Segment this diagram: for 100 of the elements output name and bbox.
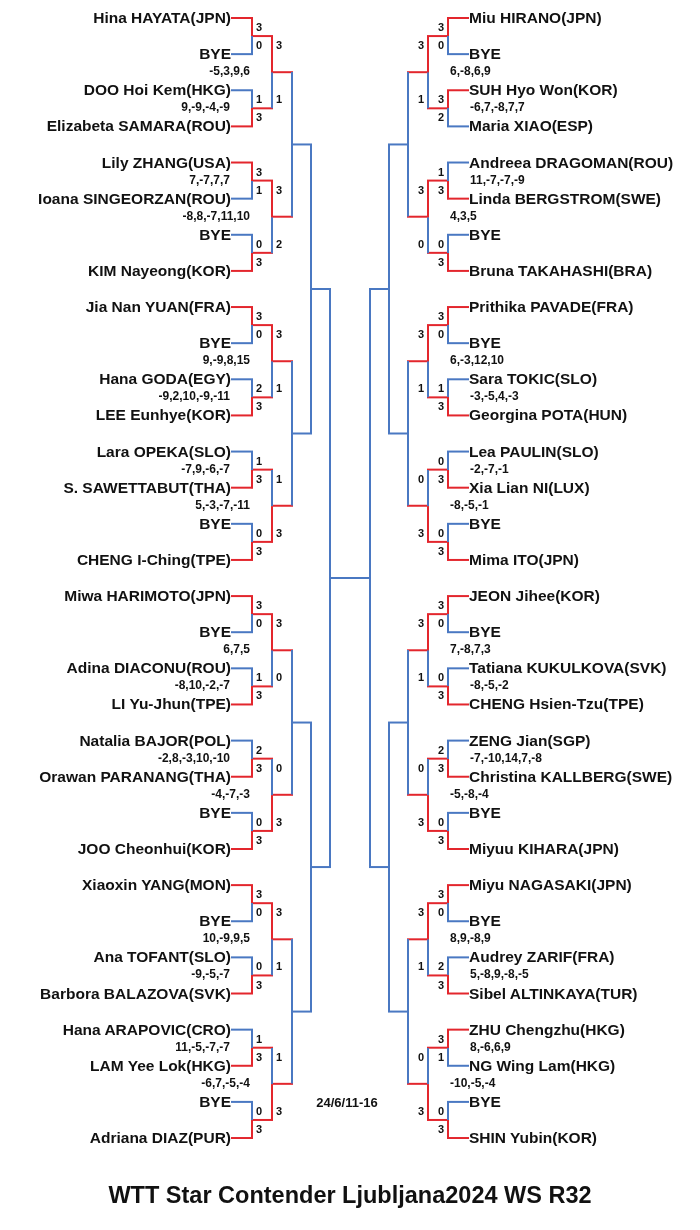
bracket-line [271, 902, 273, 977]
bracket-line [271, 1046, 273, 1121]
connector-line [231, 161, 253, 164]
set-score: 3 [417, 617, 424, 630]
bracket-line [407, 71, 409, 218]
player-name: Jia Nan YUAN(FRA) [85, 298, 231, 317]
connector-line [251, 324, 273, 327]
set-score: 2 [256, 382, 263, 395]
set-score: 3 [276, 183, 283, 196]
game-scores: 6,7,5 [223, 642, 250, 657]
player-name: BYE [469, 225, 501, 244]
player-name: Sara TOKIC(SLO) [469, 370, 598, 389]
connector-line [291, 721, 312, 724]
bracket-line [427, 179, 429, 254]
connector-line [329, 577, 371, 579]
player-name: Hana GODA(EGY) [99, 370, 231, 389]
player-name: Christina KALLBERG(SWE) [469, 767, 673, 786]
connector-line [231, 1064, 253, 1067]
connector-line [427, 35, 449, 38]
connector-line [427, 1046, 449, 1049]
game-scores: -5,-8,-4 [450, 786, 489, 801]
connector-line [231, 233, 253, 236]
connector-line [407, 215, 429, 218]
player-name: Ioana SINGEORZAN(ROU) [38, 189, 231, 208]
connector-line [231, 89, 253, 92]
game-scores: 5,-8,9,-8,-5 [470, 967, 529, 982]
connector-line [271, 649, 293, 652]
set-score: 3 [417, 815, 424, 828]
game-scores: -7,9,-6,-7 [181, 461, 230, 476]
bracket-line [388, 721, 390, 1013]
connector-line [251, 468, 273, 471]
set-score: 3 [417, 906, 424, 919]
set-score: 3 [256, 111, 263, 124]
game-scores: -7,-10,14,7,-8 [470, 750, 543, 765]
game-scores: 10,-9,9,5 [202, 931, 250, 946]
connector-line [388, 1010, 409, 1013]
bracket-line [427, 468, 429, 543]
player-name: Miu HIRANO(JPN) [469, 9, 602, 27]
player-name: Georgina POTA(HUN) [469, 406, 628, 425]
set-score: 0 [256, 815, 263, 828]
connector-line [369, 288, 390, 290]
set-score: 0 [256, 328, 263, 341]
set-score: 1 [417, 960, 424, 973]
set-score: 0 [437, 328, 444, 341]
set-score: 3 [256, 165, 263, 178]
connector-line [447, 17, 469, 19]
set-score: 0 [256, 960, 263, 973]
player-name: BYE [469, 1092, 501, 1111]
player-name: Ana TOFANT(SLO) [93, 948, 231, 967]
player-name: BYE [469, 912, 501, 931]
connector-line [291, 143, 312, 146]
connector-line [231, 811, 253, 814]
connector-line [407, 71, 429, 74]
bracket-line [251, 306, 253, 345]
game-scores: 5,-3,-7,-11 [195, 497, 250, 512]
set-score: 1 [276, 1050, 283, 1063]
player-name: Xiaoxin YANG(MON) [82, 876, 231, 895]
game-scores: -8,8,-7,11,10 [182, 208, 250, 223]
set-score: 3 [437, 310, 444, 323]
bracket-line [251, 233, 253, 272]
connector-line [427, 468, 449, 471]
connector-line [427, 974, 449, 977]
set-score: 3 [276, 39, 283, 52]
bracket-line [251, 161, 253, 200]
bracket-line [271, 757, 273, 832]
connector-line [447, 956, 469, 959]
set-score: 2 [276, 237, 283, 250]
set-score: 1 [437, 1050, 444, 1063]
connector-line [427, 685, 449, 688]
set-score: 1 [276, 382, 283, 395]
player-name: BYE [199, 912, 231, 931]
game-scores: 9,-9,-4,-9 [181, 100, 230, 115]
bracket-line [447, 17, 449, 56]
bracket-line [310, 721, 312, 1013]
player-name: Hina HAYATA(JPN) [93, 9, 231, 27]
bracket-line [447, 667, 449, 706]
bracket-line [271, 468, 273, 543]
connector-line [447, 920, 469, 923]
set-score: 3 [276, 617, 283, 630]
set-score: 3 [417, 328, 424, 341]
set-score: 0 [437, 906, 444, 919]
player-name: Miwa HARIMOTO(JPN) [64, 587, 231, 606]
connector-line [231, 125, 253, 128]
bracket-line [447, 739, 449, 778]
connector-line [251, 179, 273, 182]
connector-line [427, 396, 449, 399]
connector-line [447, 1100, 469, 1103]
set-score: 0 [417, 472, 424, 485]
set-score: 0 [437, 39, 444, 52]
bracket-line [447, 811, 449, 850]
connector-line [407, 649, 429, 652]
bracket-line [291, 938, 293, 1085]
bracket-line [427, 902, 429, 977]
set-score: 3 [256, 255, 263, 268]
connector-line [231, 17, 253, 19]
set-score: 3 [256, 544, 263, 557]
set-score: 1 [276, 960, 283, 973]
set-score: 2 [437, 743, 444, 756]
game-scores: -9,2,10,-9,-11 [158, 389, 230, 404]
bracket-line [251, 956, 253, 995]
